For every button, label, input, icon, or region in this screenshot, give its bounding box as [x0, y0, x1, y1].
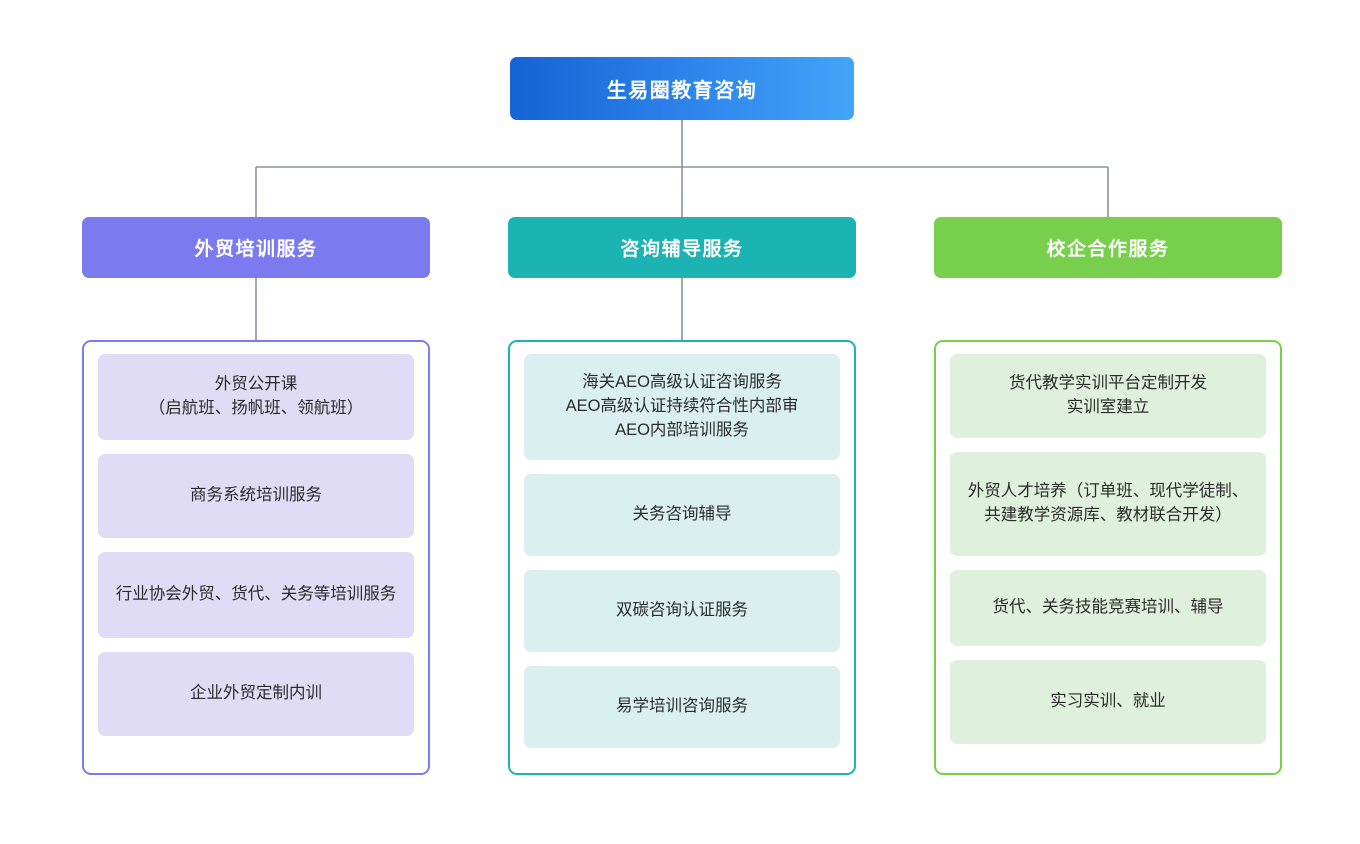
- category-header-label: 咨询辅导服务: [620, 239, 744, 260]
- service-item-label: 外贸人才培养（订单班、现代学徒制、共建教学资源库、教材联合开发）: [967, 482, 1249, 524]
- service-item-card[interactable]: 货代、关务技能竞赛培训、辅导: [950, 570, 1266, 646]
- service-item-label: 外贸公开课 （启航班、扬帆班、领航班）: [148, 375, 364, 417]
- service-item-card[interactable]: 企业外贸定制内训: [98, 652, 414, 736]
- service-item-card[interactable]: 易学培训咨询服务: [524, 666, 840, 748]
- category-header-foreign-trade-training[interactable]: 外贸培训服务: [82, 217, 430, 278]
- service-item-label: 货代、关务技能竞赛培训、辅导: [992, 598, 1224, 617]
- service-item-label: 双碳咨询认证服务: [616, 601, 748, 620]
- service-item-card[interactable]: 双碳咨询认证服务: [524, 570, 840, 652]
- category-header-label: 校企合作服务: [1046, 239, 1170, 260]
- group-container-school-enterprise-cooperation: 货代教学实训平台定制开发 实训室建立外贸人才培养（订单班、现代学徒制、共建教学资…: [934, 340, 1282, 775]
- service-item-label: 企业外贸定制内训: [190, 684, 322, 703]
- root-node[interactable]: 生易圈教育咨询: [510, 57, 854, 120]
- group-container-foreign-trade-training: 外贸公开课 （启航班、扬帆班、领航班） 商务系统培训服务行业协会外贸、货代、关务等…: [82, 340, 430, 775]
- service-item-card[interactable]: 行业协会外贸、货代、关务等培训服务: [98, 552, 414, 638]
- category-header-label: 外贸培训服务: [194, 239, 318, 260]
- service-item-label: 货代教学实训平台定制开发 实训室建立: [1009, 374, 1207, 416]
- service-item-label: 易学培训咨询服务: [616, 697, 748, 716]
- service-item-label: 实习实训、就业: [1050, 692, 1166, 711]
- service-item-card[interactable]: 商务系统培训服务: [98, 454, 414, 538]
- service-item-card[interactable]: 货代教学实训平台定制开发 实训室建立: [950, 354, 1266, 438]
- service-item-card[interactable]: 海关AEO高级认证咨询服务 AEO高级认证持续符合性内部审 AEO内部培训服务: [524, 354, 840, 460]
- service-item-card[interactable]: 外贸公开课 （启航班、扬帆班、领航班）: [98, 354, 414, 440]
- service-item-label: 商务系统培训服务: [190, 486, 322, 505]
- service-item-label: 海关AEO高级认证咨询服务 AEO高级认证持续符合性内部审 AEO内部培训服务: [565, 373, 799, 439]
- service-item-label: 行业协会外贸、货代、关务等培训服务: [115, 585, 397, 604]
- root-node-label: 生易圈教育咨询: [606, 80, 758, 102]
- category-header-consulting-tutoring[interactable]: 咨询辅导服务: [508, 217, 856, 278]
- service-item-card[interactable]: 实习实训、就业: [950, 660, 1266, 744]
- service-item-card[interactable]: 外贸人才培养（订单班、现代学徒制、共建教学资源库、教材联合开发）: [950, 452, 1266, 556]
- group-container-consulting-tutoring: 海关AEO高级认证咨询服务 AEO高级认证持续符合性内部审 AEO内部培训服务关…: [508, 340, 856, 775]
- service-item-card[interactable]: 关务咨询辅导: [524, 474, 840, 556]
- category-header-school-enterprise-cooperation[interactable]: 校企合作服务: [934, 217, 1282, 278]
- service-item-label: 关务咨询辅导: [632, 505, 732, 524]
